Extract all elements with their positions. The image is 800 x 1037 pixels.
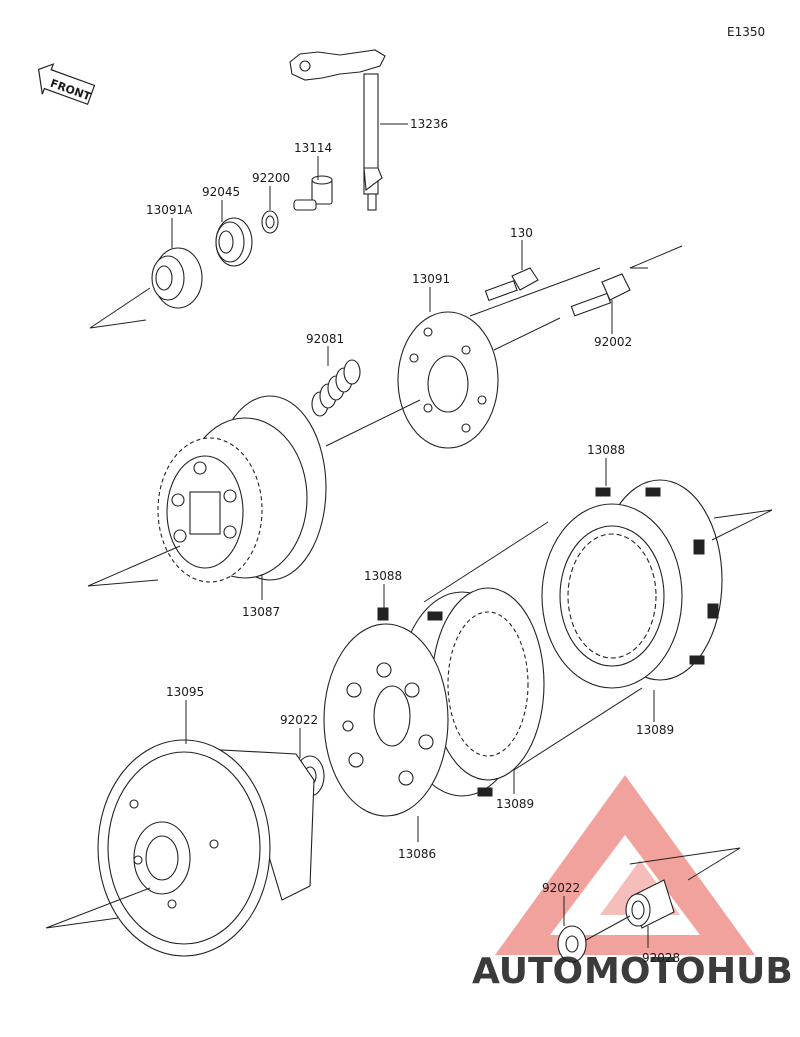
steel-plate-13089-mid xyxy=(431,587,545,781)
label-92045: 92045 xyxy=(202,185,240,199)
collar-13091A xyxy=(151,247,203,309)
bolt-92002 xyxy=(570,273,631,317)
clutch-housing-13095 xyxy=(97,739,315,957)
watermark-text: AUTO MOTO HUB xyxy=(472,951,793,992)
label-13088-top: 13088 xyxy=(587,443,625,457)
watermark-moto: MOTO xyxy=(584,951,706,992)
front-arrow-icon: FRONT xyxy=(37,63,96,106)
push-piece xyxy=(293,175,333,211)
label-92002: 92002 xyxy=(594,335,632,349)
label-13089-mid: 13089 xyxy=(496,797,534,811)
label-13095: 13095 xyxy=(166,685,204,699)
label-13114: 13114 xyxy=(294,141,332,155)
label-13236: 13236 xyxy=(410,117,448,131)
pressure-plate-13091 xyxy=(397,311,499,449)
label-92200: 92200 xyxy=(252,171,290,185)
label-92081: 92081 xyxy=(306,332,344,346)
washer-92200 xyxy=(261,210,279,234)
clutch-hub-13086 xyxy=(323,623,449,817)
watermark-hub: HUB xyxy=(706,951,793,992)
steel-plate-13089-right xyxy=(541,503,683,689)
label-13091A: 13091A xyxy=(146,203,193,217)
label-13088-mid: 13088 xyxy=(364,569,402,583)
diagram-code: E1350 xyxy=(727,25,765,39)
watermark-auto: AUTO xyxy=(472,951,583,992)
label-13086: 13086 xyxy=(398,847,436,861)
sleeve-92028 xyxy=(625,879,675,929)
bearing-92045 xyxy=(215,217,253,267)
bolt-130 xyxy=(484,267,539,302)
clutch-hub-13087 xyxy=(157,395,327,583)
label-92028: 92028 xyxy=(642,951,680,965)
label-13091: 13091 xyxy=(412,272,450,286)
spring-92081 xyxy=(311,359,361,417)
label-13087: 13087 xyxy=(242,605,280,619)
label-92022-mid: 92022 xyxy=(280,713,318,727)
release-lever xyxy=(289,49,386,211)
label-13089-right: 13089 xyxy=(636,723,674,737)
label-92022-low: 92022 xyxy=(542,881,580,895)
label-130: 130 xyxy=(510,226,533,240)
washer-92022-low xyxy=(557,925,587,963)
